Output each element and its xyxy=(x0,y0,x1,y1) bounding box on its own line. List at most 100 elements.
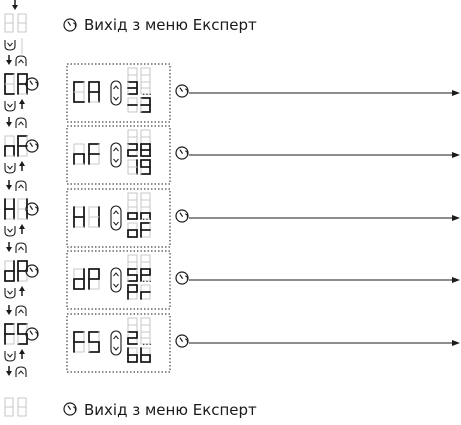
row-5-detail-panel xyxy=(66,313,171,373)
row-2-value-bot-digit-0 xyxy=(127,159,138,175)
row-1-down-button-icon xyxy=(4,101,16,112)
row-5-knob-icon xyxy=(25,327,39,341)
row-1-value-top-digit-0 xyxy=(127,67,138,83)
entry-arrow-icon xyxy=(12,0,18,10)
row-3-detail-panel xyxy=(66,188,171,248)
row-3-detail-code-digit-1 xyxy=(88,206,100,228)
row-5-up-arrow-icon xyxy=(19,349,25,359)
row-3-value-top-digit-1 xyxy=(140,192,151,208)
row-4-value-mid-digit-0 xyxy=(127,268,138,282)
row-1-value-bot-digit-1 xyxy=(140,97,151,113)
row-5-dots: … xyxy=(142,337,152,348)
row-3-updown-icon xyxy=(110,205,122,231)
row-4-dots: … xyxy=(142,274,152,285)
row-3-code-display-digit-0 xyxy=(4,198,15,220)
row-5-value-bot-digit-0 xyxy=(127,347,138,363)
row-2-value-top-digit-1 xyxy=(140,129,151,145)
row-2-value-mid-digit-0 xyxy=(127,143,138,157)
row-2-up-arrow-icon xyxy=(19,161,25,171)
exit-label-top: Вихід з меню Експерт xyxy=(84,16,257,34)
row-2-detail-code-digit-1 xyxy=(88,143,100,165)
row-3-up-arrow-icon xyxy=(19,224,25,234)
row-4-down-button-icon xyxy=(4,288,16,299)
row-1-right-knob-icon xyxy=(175,84,189,98)
row-3-value-top-digit-0 xyxy=(127,192,138,208)
row-3-right-knob-icon xyxy=(175,209,189,223)
row-1-up-button-icon xyxy=(15,55,27,66)
exit-up-button-icon xyxy=(15,366,27,377)
row-5-up-button-icon xyxy=(15,305,27,316)
exit-display-top-digit-1 xyxy=(17,13,27,33)
row-2-updown-icon xyxy=(110,142,122,168)
row-5-flow-arrowhead xyxy=(452,340,460,346)
row-5-down-arrow-icon xyxy=(6,305,12,315)
row-1-updown-icon xyxy=(110,80,122,106)
row-2-dots: … xyxy=(142,149,152,160)
row-1-value-mid-digit-0 xyxy=(127,81,138,95)
row-5-detail-code-digit-1 xyxy=(88,331,100,353)
row-3-value-mid-digit-0 xyxy=(127,206,138,220)
row-3-dots: … xyxy=(142,212,152,223)
knob-icon-bottom xyxy=(63,402,77,416)
row-2-value-mid-digit-1 xyxy=(140,143,151,157)
exit-display-bottom-digit-0 xyxy=(4,397,14,417)
row-4-up-arrow-icon xyxy=(19,286,25,296)
row-4-detail-panel xyxy=(66,250,171,310)
exit-label-bottom: Вихід з меню Експерт xyxy=(84,401,257,419)
row-4-knob-icon xyxy=(25,264,39,278)
down-button-icon-top xyxy=(4,40,16,51)
row-3-up-button-icon xyxy=(15,180,27,191)
row-3-detail-code-digit-0 xyxy=(73,206,85,228)
row-3-value-bot-digit-0 xyxy=(127,222,138,238)
row-4-value-top-digit-0 xyxy=(127,254,138,270)
row-4-detail-code-digit-0 xyxy=(73,268,85,290)
row-5-detail-code-digit-0 xyxy=(73,331,85,353)
row-5-code-display-digit-0 xyxy=(4,323,15,345)
row-5-updown-icon xyxy=(110,330,122,356)
row-1-detail-code-digit-1 xyxy=(88,81,100,103)
row-3-code-display-digit-1 xyxy=(17,198,28,220)
row-5-value-mid-digit-0 xyxy=(127,331,138,345)
row-2-detail-code-digit-0 xyxy=(73,143,85,165)
row-4-value-bot-digit-1 xyxy=(140,284,151,300)
row-1-flow-arrowhead xyxy=(452,90,460,96)
row-4-up-button-icon xyxy=(15,242,27,253)
row-4-right-knob-icon xyxy=(175,271,189,285)
knob-icon-top xyxy=(63,18,77,32)
row-5-right-knob-icon xyxy=(175,334,189,348)
row-3-down-button-icon xyxy=(4,226,16,237)
exit-display-top-digit-0 xyxy=(4,13,14,33)
row-2-right-knob-icon xyxy=(175,146,189,160)
exit-down-arrow-icon xyxy=(6,366,12,376)
row-1-dots: … xyxy=(142,87,152,98)
row-5-down-button-icon xyxy=(4,351,16,362)
row-2-flow-arrowhead xyxy=(452,152,460,158)
row-4-value-top-digit-1 xyxy=(140,254,151,270)
row-3-value-bot-digit-1 xyxy=(140,222,151,238)
row-4-code-display-digit-1 xyxy=(17,260,28,282)
row-3-flow-arrowhead xyxy=(452,215,460,221)
row-1-code-display-digit-0 xyxy=(4,73,15,95)
row-2-down-arrow-icon xyxy=(6,117,12,127)
row-1-down-arrow-icon xyxy=(6,55,12,65)
row-2-down-button-icon xyxy=(4,163,16,174)
row-3-knob-icon xyxy=(25,202,39,216)
row-4-down-arrow-icon xyxy=(6,242,12,252)
row-4-flow-arrowhead xyxy=(452,277,460,283)
row-4-detail-code-digit-1 xyxy=(88,268,100,290)
row-5-value-mid-digit-1 xyxy=(140,331,151,345)
row-5-value-top-digit-0 xyxy=(127,317,138,333)
row-1-detail-panel xyxy=(66,63,171,123)
row-1-value-mid-digit-1 xyxy=(140,81,151,95)
row-2-value-top-digit-0 xyxy=(127,129,138,145)
row-1-value-bot-digit-0 xyxy=(127,97,138,113)
row-3-down-arrow-icon xyxy=(6,180,12,190)
row-3-value-mid-digit-1 xyxy=(140,206,151,220)
exit-display-bottom-digit-1 xyxy=(17,397,27,417)
row-1-detail-code-digit-0 xyxy=(73,81,85,103)
row-1-value-top-digit-1 xyxy=(140,67,151,83)
row-2-up-button-icon xyxy=(15,117,27,128)
row-2-value-bot-digit-1 xyxy=(140,159,151,175)
row-4-code-display-digit-0 xyxy=(4,260,15,282)
